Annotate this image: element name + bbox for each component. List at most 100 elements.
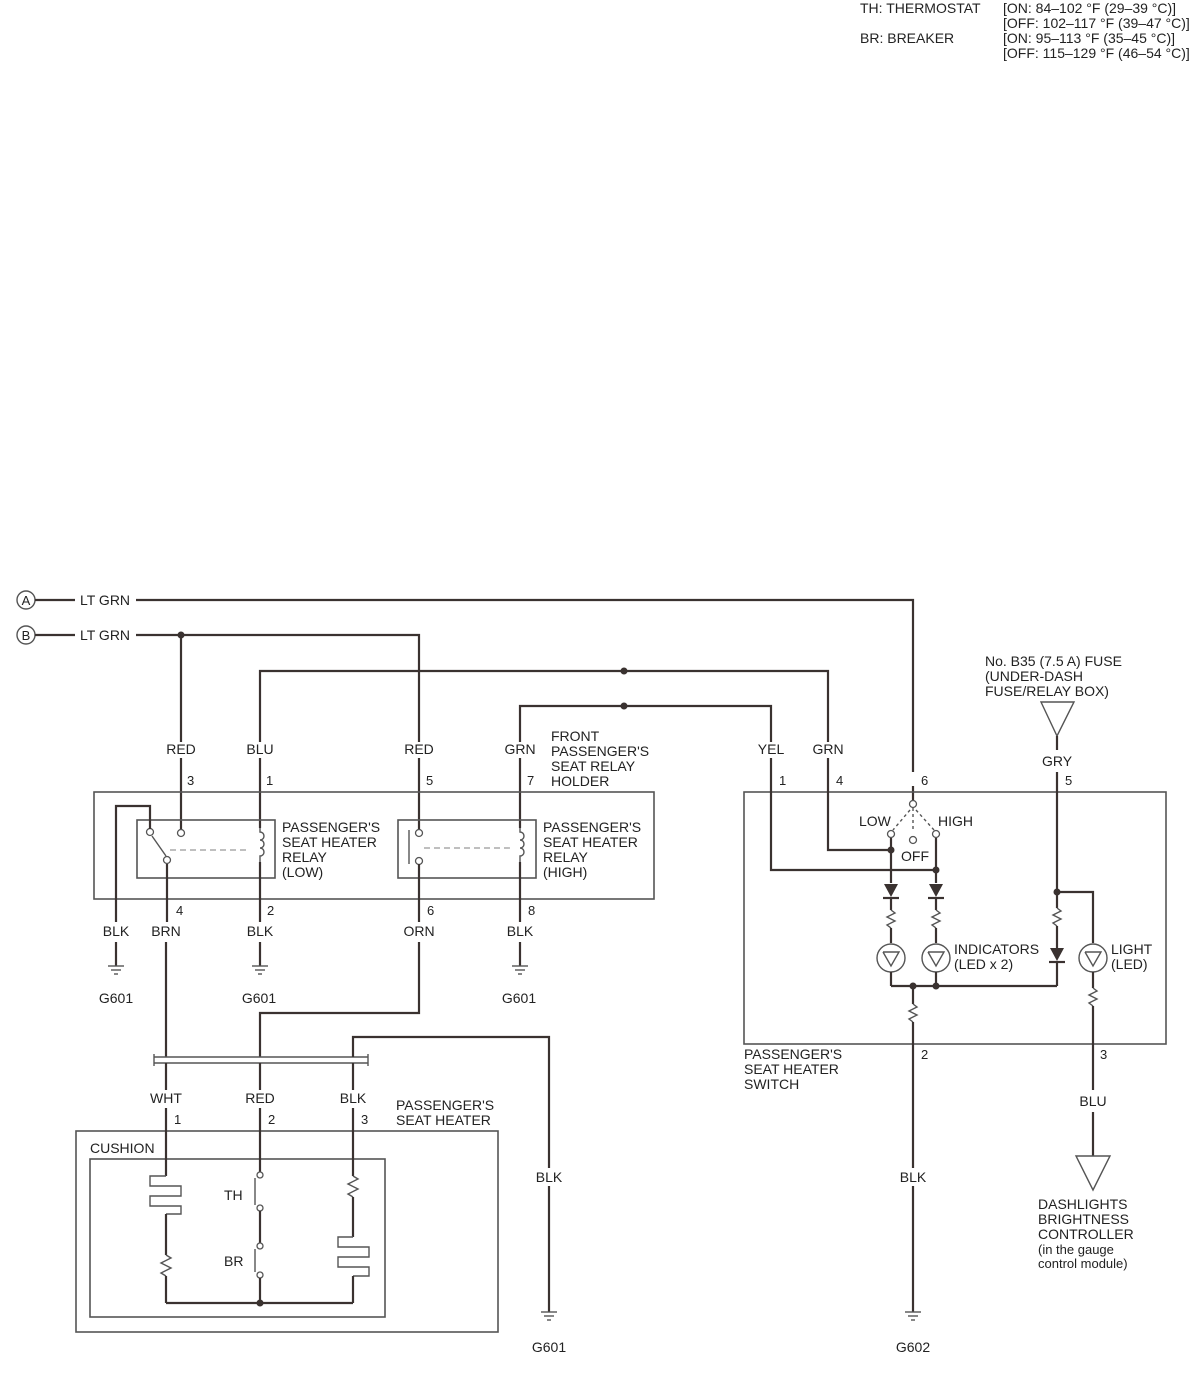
pin-number: 1 xyxy=(779,773,786,788)
pin-number: 5 xyxy=(426,773,433,788)
fuse-label: FUSE/RELAY BOX) xyxy=(985,683,1109,699)
resistor xyxy=(346,1175,360,1198)
diode xyxy=(929,884,943,897)
relay-high-label: SEAT HEATER xyxy=(543,834,638,850)
dashlights-label: BRIGHTNESS xyxy=(1038,1211,1129,1227)
pin-number: 2 xyxy=(921,1047,928,1062)
pin-number: 1 xyxy=(174,1112,181,1127)
wire-grn-yel xyxy=(518,704,773,742)
diode xyxy=(884,884,898,897)
fuse-label: (UNDER-DASH xyxy=(985,668,1083,684)
seat-heater-box xyxy=(75,1130,499,1333)
wire-label: BLU xyxy=(246,741,273,757)
wire-b-lt-grn xyxy=(136,633,421,742)
relay-holder-title: PASSENGER'S xyxy=(551,743,649,759)
heater-element xyxy=(337,1236,370,1277)
wire-label: GRN xyxy=(812,741,843,757)
indicator-led xyxy=(876,943,906,973)
ground-label: G601 xyxy=(242,990,276,1006)
switch-ground: BLK G602 xyxy=(896,1169,930,1355)
pin-number: 4 xyxy=(836,773,843,788)
wire-label: BRN xyxy=(151,923,181,939)
relay-holder-title: HOLDER xyxy=(551,773,609,789)
indicators-label: INDICATORS xyxy=(954,941,1039,957)
wire-label: BLU xyxy=(1079,1093,1106,1109)
wire-label: YEL xyxy=(758,741,785,757)
seat-heater: WHT RED BLK 1 2 3 PASSENGER'S SEAT HEATE… xyxy=(75,1090,499,1333)
pin-number: 8 xyxy=(528,903,535,918)
indicators-label: (LED x 2) xyxy=(954,956,1013,972)
relay-holder-title: FRONT xyxy=(551,728,600,744)
resistor xyxy=(159,1254,173,1277)
switch-low-label: LOW xyxy=(859,813,892,829)
legend-br-off: [OFF: 115–129 °F (46–54 °C)] xyxy=(1003,45,1190,61)
wire-label: BLK xyxy=(536,1169,563,1185)
connector-b: B LT GRN xyxy=(16,625,130,645)
pin-number: 3 xyxy=(1100,1047,1107,1062)
ground-label: G601 xyxy=(99,990,133,1006)
wire-label: BLK xyxy=(247,923,274,939)
ground-label: G601 xyxy=(502,990,536,1006)
ground-symbol xyxy=(252,942,268,975)
dashlights-label: DASHLIGHTS xyxy=(1038,1196,1127,1212)
legend-th-on: [ON: 84–102 °F (29–39 °C)] xyxy=(1003,0,1176,16)
pin-number: 3 xyxy=(361,1112,368,1127)
relay-holder-title: SEAT RELAY xyxy=(551,758,636,774)
wire-label: RED xyxy=(404,741,434,757)
relay-grounds: G601 G601 G601 xyxy=(99,942,536,1006)
pin-number: 1 xyxy=(266,773,273,788)
relay-holder: FRONT PASSENGER'S SEAT RELAY HOLDER PASS… xyxy=(93,728,655,922)
indicator-led xyxy=(921,943,951,973)
dashlights-label: control module) xyxy=(1038,1256,1128,1271)
pin-number: 3 xyxy=(187,773,194,788)
connector-a: A LT GRN xyxy=(16,590,130,610)
wire-label: BLK xyxy=(103,923,130,939)
switch-title: SWITCH xyxy=(744,1076,799,1092)
legend-br-label: BR: BREAKER xyxy=(860,30,954,46)
dashlights-symbol xyxy=(1074,1155,1112,1192)
ground-label: G602 xyxy=(896,1339,930,1355)
wire-network xyxy=(136,598,915,830)
fuse: No. B35 (7.5 A) FUSE (UNDER-DASH FUSE/RE… xyxy=(985,653,1122,750)
wire-label: BLK xyxy=(900,1169,927,1185)
relay-top-wire-labels: RED BLU RED GRN 3 1 5 7 xyxy=(166,741,535,788)
cushion-label: CUSHION xyxy=(90,1140,155,1156)
ground-label: G601 xyxy=(532,1339,566,1355)
wire-blu-grn xyxy=(258,669,830,742)
wire-label: RED xyxy=(166,741,196,757)
th-label: TH xyxy=(224,1187,243,1203)
fuse-label: No. B35 (7.5 A) FUSE xyxy=(985,653,1122,669)
diode xyxy=(1050,948,1064,961)
wire-heater-ground xyxy=(351,1035,551,1168)
seat-heater-switch: YEL GRN GRY 1 4 6 5 LOW HIGH OFF xyxy=(743,741,1167,1168)
relay-holder-box xyxy=(93,791,655,900)
heater-feed-wires: BLK G601 xyxy=(153,942,566,1355)
light-label: (LED) xyxy=(1111,956,1148,972)
relay-bottom-wire-labels: 4 2 6 8 BLK BRN BLK ORN BLK xyxy=(103,903,535,939)
fuse-symbol xyxy=(1039,701,1076,738)
pin-number: 7 xyxy=(527,773,534,788)
relay-high-label: RELAY xyxy=(543,849,589,865)
legend-th-label: TH: THERMOSTAT xyxy=(860,0,981,16)
switch-off-label: OFF xyxy=(901,848,929,864)
connector-b-wire: LT GRN xyxy=(80,627,130,643)
seat-heater-title: PASSENGER'S xyxy=(396,1097,494,1113)
ground-symbol xyxy=(108,942,124,975)
relay-high-label: (HIGH) xyxy=(543,864,587,880)
legend: TH: THERMOSTAT [ON: 84–102 °F (29–39 °C)… xyxy=(860,0,1190,61)
switch-title: PASSENGER'S xyxy=(744,1046,842,1062)
wire-label: RED xyxy=(245,1090,275,1106)
connector-a-wire: LT GRN xyxy=(80,592,130,608)
wire-label: BLK xyxy=(507,923,534,939)
pin-number: 6 xyxy=(427,903,434,918)
dashlights-controller: BLU DASHLIGHTS BRIGHTNESS CONTROLLER (in… xyxy=(1038,1093,1134,1271)
dashlights-label: CONTROLLER xyxy=(1038,1226,1134,1242)
wire-label: BLK xyxy=(340,1090,367,1106)
heater-element xyxy=(149,1175,182,1215)
pin-number: 2 xyxy=(267,903,274,918)
wire-label: ORN xyxy=(403,923,434,939)
wire-label: WHT xyxy=(150,1090,182,1106)
relay-low-label: (LOW) xyxy=(282,864,323,880)
br-label: BR xyxy=(224,1253,243,1269)
